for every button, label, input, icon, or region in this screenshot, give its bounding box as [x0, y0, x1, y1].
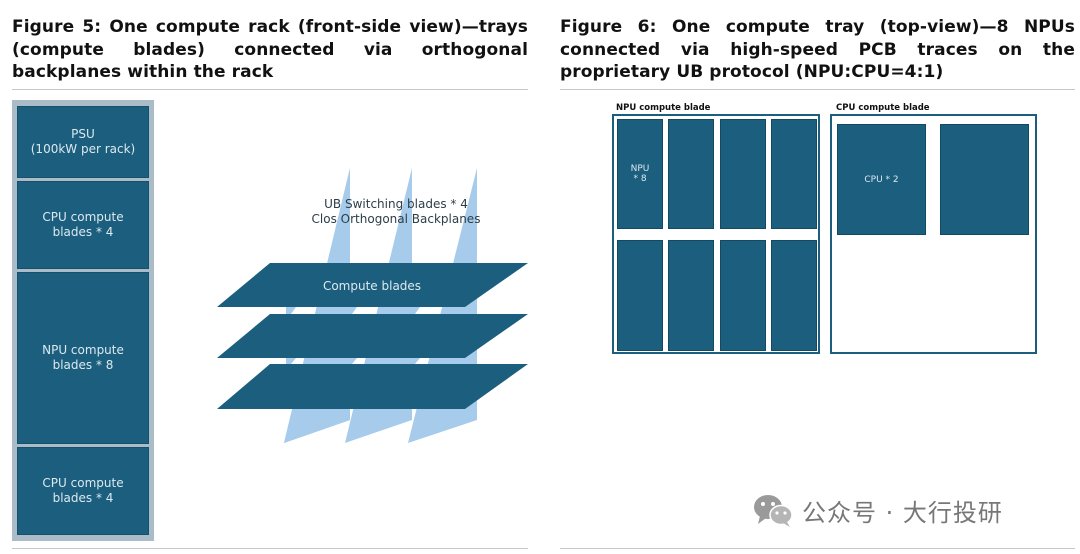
divider-top-left: [12, 89, 528, 90]
wechat-icon: [754, 495, 793, 527]
compute-blade-top: [217, 263, 528, 307]
compute-blades-label: Compute blades: [323, 279, 421, 293]
npu-chip-1: NPU * 8: [617, 119, 663, 229]
divider-top-right: [560, 89, 1075, 90]
rack-unit-npu: NPU compute blades * 8: [17, 272, 149, 444]
npu-chip-2: [668, 119, 714, 229]
npu-chip-6: [668, 240, 714, 351]
switching-label-line-1: UB Switching blades * 4: [324, 197, 468, 211]
cpu-chip-1: CPU * 2: [837, 124, 926, 235]
divider-bottom-left: [12, 548, 528, 549]
watermark: 公众号 · 大行投研: [752, 492, 1003, 528]
rack-unit-cpu-top: CPU compute blades * 4: [17, 181, 149, 269]
cpu-chip-2: [940, 124, 1029, 235]
npu-chip-4: [771, 119, 817, 229]
watermark-text: 公众号 · 大行投研: [802, 498, 1003, 527]
figure-6-title: Figure 6: One compute tray (top-view)—8 …: [560, 17, 1075, 82]
cpu-blade-label: CPU compute blade: [836, 103, 930, 113]
switching-label-line-2: Clos Orthogonal Backplanes: [312, 212, 481, 226]
npu-chip-3: [720, 119, 766, 229]
compute-blade-middle: [217, 314, 528, 358]
npu-chip-7: [720, 240, 766, 351]
compute-blade-bottom: [217, 364, 528, 409]
npu-chip-8: [771, 240, 817, 351]
divider-bottom-right: [560, 548, 1075, 549]
npu-blade-label: NPU compute blade: [616, 103, 711, 113]
compute-rack: PSU (100kW per rack) CPU compute blades …: [12, 100, 154, 541]
rack-unit-psu: PSU (100kW per rack): [17, 106, 149, 178]
rack-unit-cpu-bottom: CPU compute blades * 4: [17, 447, 149, 535]
figure-5-title: Figure 5: One compute rack (front-side v…: [12, 17, 528, 82]
npu-chip-5: [617, 240, 663, 351]
